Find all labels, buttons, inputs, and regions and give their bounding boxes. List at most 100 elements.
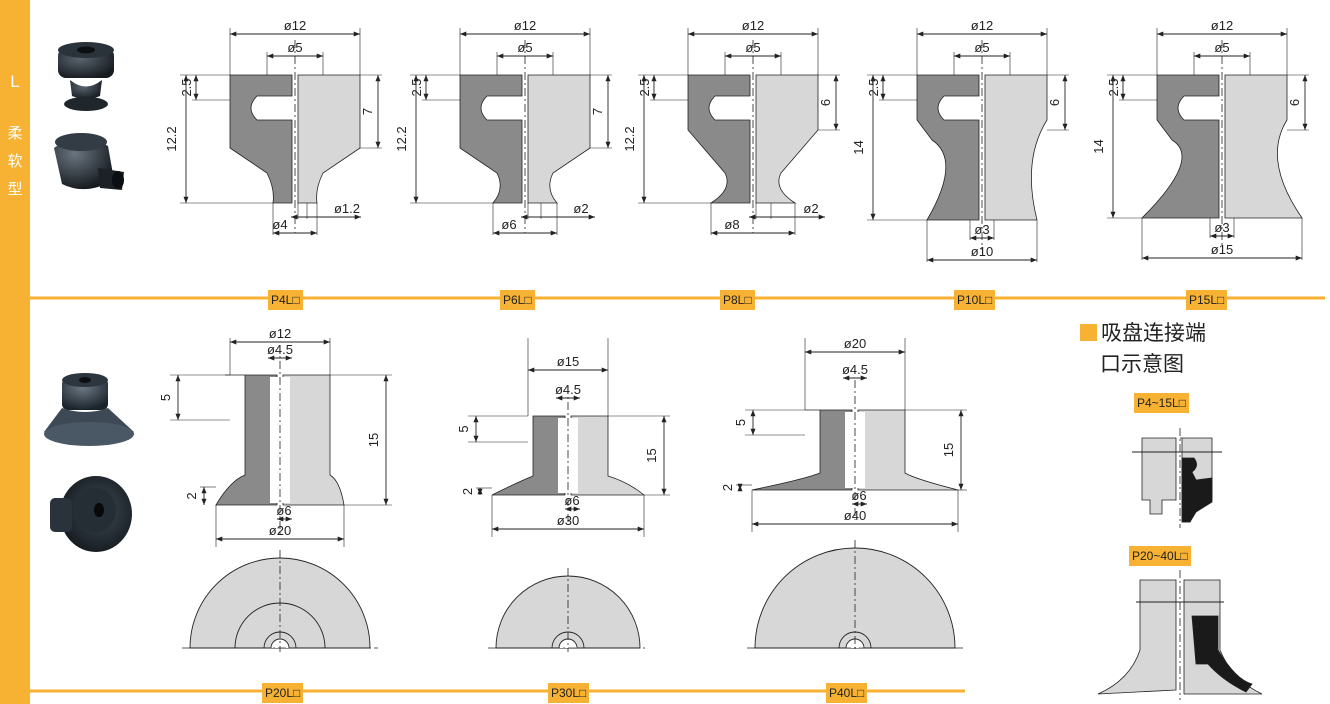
ldim-base-2-label: ø40 bbox=[844, 508, 866, 523]
dim-neck-0-label: 2.5 bbox=[179, 78, 194, 96]
model-tag-p4l: P4L□ bbox=[268, 290, 303, 310]
ldim-top-2-label: 5 bbox=[733, 419, 748, 426]
ldim-inner-0-label: ø4.5 bbox=[267, 342, 293, 357]
dim-base-3-label: ø10 bbox=[971, 244, 993, 259]
product-photo-large-side bbox=[44, 373, 134, 446]
cup-section-left-3 bbox=[916, 74, 980, 221]
bottom-view-2 bbox=[754, 547, 956, 649]
ldim-top-1-label: 5 bbox=[456, 425, 471, 432]
dim-inner-3-label: ø5 bbox=[974, 40, 989, 55]
legend-label-large: P20~40L□ bbox=[1129, 546, 1191, 566]
series-sidebar: L 柔 软 型 bbox=[0, 0, 30, 704]
ldim-base-0-label: ø20 bbox=[269, 523, 291, 538]
dim-inner-2-label: ø5 bbox=[745, 40, 760, 55]
ldim-inner-2-label: ø4.5 bbox=[842, 362, 868, 377]
model-tag-p40l: P40L□ bbox=[826, 683, 868, 703]
dim-neck-1-label: 2.5 bbox=[409, 78, 424, 96]
ldim-inner-1-label: ø4.5 bbox=[555, 382, 581, 397]
sidebar-char-1: 柔 bbox=[7, 125, 23, 142]
dim-hole-1-label: ø2 bbox=[573, 201, 588, 216]
sidebar-char-3: 型 bbox=[7, 181, 23, 198]
ldim-top-0-label: 5 bbox=[158, 394, 173, 401]
dim-hole-2-label: ø2 bbox=[803, 201, 818, 216]
dim-upper-3-label: 6 bbox=[1047, 99, 1062, 106]
dim-outer-4-label: ø12 bbox=[1211, 18, 1233, 33]
dim-hole-4-label: ø3 bbox=[1214, 220, 1229, 235]
ldim-total-0-label: 15 bbox=[366, 433, 381, 447]
legend-small-insert bbox=[1181, 457, 1213, 523]
cup-section-right-2 bbox=[755, 74, 819, 204]
model-tag-p8l: P8L□ bbox=[720, 290, 755, 310]
dim-total-2-label: 12.2 bbox=[622, 126, 637, 151]
product-photo-large-angle bbox=[50, 476, 132, 552]
ldim-outer-0-label: ø12 bbox=[269, 326, 291, 341]
model-tag-p15l: P15L□ bbox=[1186, 290, 1228, 310]
ldim-lip-1-label: 2 bbox=[460, 488, 475, 495]
ldim-lip-2-label: 2 bbox=[720, 484, 735, 491]
cup-section-left-1 bbox=[459, 74, 523, 204]
legend-large-left bbox=[1097, 579, 1177, 695]
ldim-base-1-label: ø30 bbox=[557, 513, 579, 528]
dim-total-1-label: 12.2 bbox=[394, 126, 409, 151]
product-photo-small-side bbox=[58, 42, 114, 111]
dim-outer-2-label: ø12 bbox=[742, 18, 764, 33]
cup-section-left-4 bbox=[1141, 74, 1220, 219]
model-tag-p30l: P30L□ bbox=[548, 683, 590, 703]
dim-hole-3-label: ø3 bbox=[974, 222, 989, 237]
cup-section-right-4 bbox=[1224, 74, 1303, 219]
dim-upper-4-label: 6 bbox=[1287, 99, 1302, 106]
ldim-total-1-label: 15 bbox=[644, 448, 659, 462]
model-tag-p10l: P10L□ bbox=[954, 290, 996, 310]
dim-outer-1-label: ø12 bbox=[514, 18, 536, 33]
legend-small-left bbox=[1141, 437, 1177, 515]
cup-section-left-2 bbox=[687, 74, 751, 204]
dim-outer-0-label: ø12 bbox=[284, 18, 306, 33]
dim-base-2-label: ø8 bbox=[724, 217, 739, 232]
legend-title-line2: 口示意图 bbox=[1100, 353, 1184, 376]
sidebar-char-l: L bbox=[10, 72, 20, 91]
ldim-hole-2-label: ø6 bbox=[851, 488, 866, 503]
bottom-view-hole-0 bbox=[270, 638, 290, 649]
cup-section-right-1 bbox=[527, 74, 591, 204]
cup-section-left-0 bbox=[229, 74, 293, 204]
dim-neck-2-label: 2.5 bbox=[637, 78, 652, 96]
cup-section-right-3 bbox=[984, 74, 1048, 221]
dim-upper-2-label: 6 bbox=[818, 99, 833, 106]
large-cup-right-1 bbox=[570, 415, 646, 496]
dim-inner-0-label: ø5 bbox=[287, 40, 302, 55]
dim-base-1-label: ø6 bbox=[501, 217, 516, 232]
large-cup-left-0 bbox=[215, 374, 278, 506]
dim-neck-4-label: 2.5 bbox=[1106, 78, 1121, 96]
dim-outer-3-label: ø12 bbox=[971, 18, 993, 33]
dim-total-0-label: 12.2 bbox=[164, 126, 179, 151]
dim-upper-1-label: 7 bbox=[590, 108, 605, 115]
dim-inner-1-label: ø5 bbox=[517, 40, 532, 55]
sidebar-char-2: 软 bbox=[7, 153, 23, 170]
ldim-outer-1-label: ø15 bbox=[557, 354, 579, 369]
ldim-hole-0-label: ø6 bbox=[276, 503, 291, 518]
ldim-hole-1-label: ø6 bbox=[564, 493, 579, 508]
dim-total-3-label: 14 bbox=[851, 140, 866, 154]
large-cup-left-1 bbox=[491, 415, 566, 496]
large-cup-right-2 bbox=[857, 409, 959, 491]
cup-section-right-0 bbox=[297, 74, 361, 204]
dim-base-0-label: ø4 bbox=[272, 217, 287, 232]
legend-square-icon bbox=[1080, 324, 1097, 341]
legend-large-insert bbox=[1191, 615, 1253, 693]
dim-base-4-label: ø15 bbox=[1211, 242, 1233, 257]
product-photo-small-angle bbox=[54, 133, 124, 190]
dim-upper-0-label: 7 bbox=[360, 108, 375, 115]
large-cup-bore-0 bbox=[270, 377, 290, 503]
large-cup-left-2 bbox=[751, 409, 853, 491]
ldim-total-2-label: 15 bbox=[941, 443, 956, 457]
ldim-outer-2-label: ø20 bbox=[844, 336, 866, 351]
dim-neck-3-label: 2.5 bbox=[866, 78, 881, 96]
dim-total-4-label: 14 bbox=[1091, 139, 1106, 153]
legend-label-small: P4~15L□ bbox=[1134, 393, 1189, 413]
dim-hole-0-label: ø1.2 bbox=[334, 201, 360, 216]
legend-title-line1: 吸盘连接端 bbox=[1101, 322, 1206, 345]
model-tag-p20l: P20L□ bbox=[262, 683, 304, 703]
model-tag-p6l: P6L□ bbox=[500, 290, 535, 310]
dim-inner-4-label: ø5 bbox=[1214, 40, 1229, 55]
